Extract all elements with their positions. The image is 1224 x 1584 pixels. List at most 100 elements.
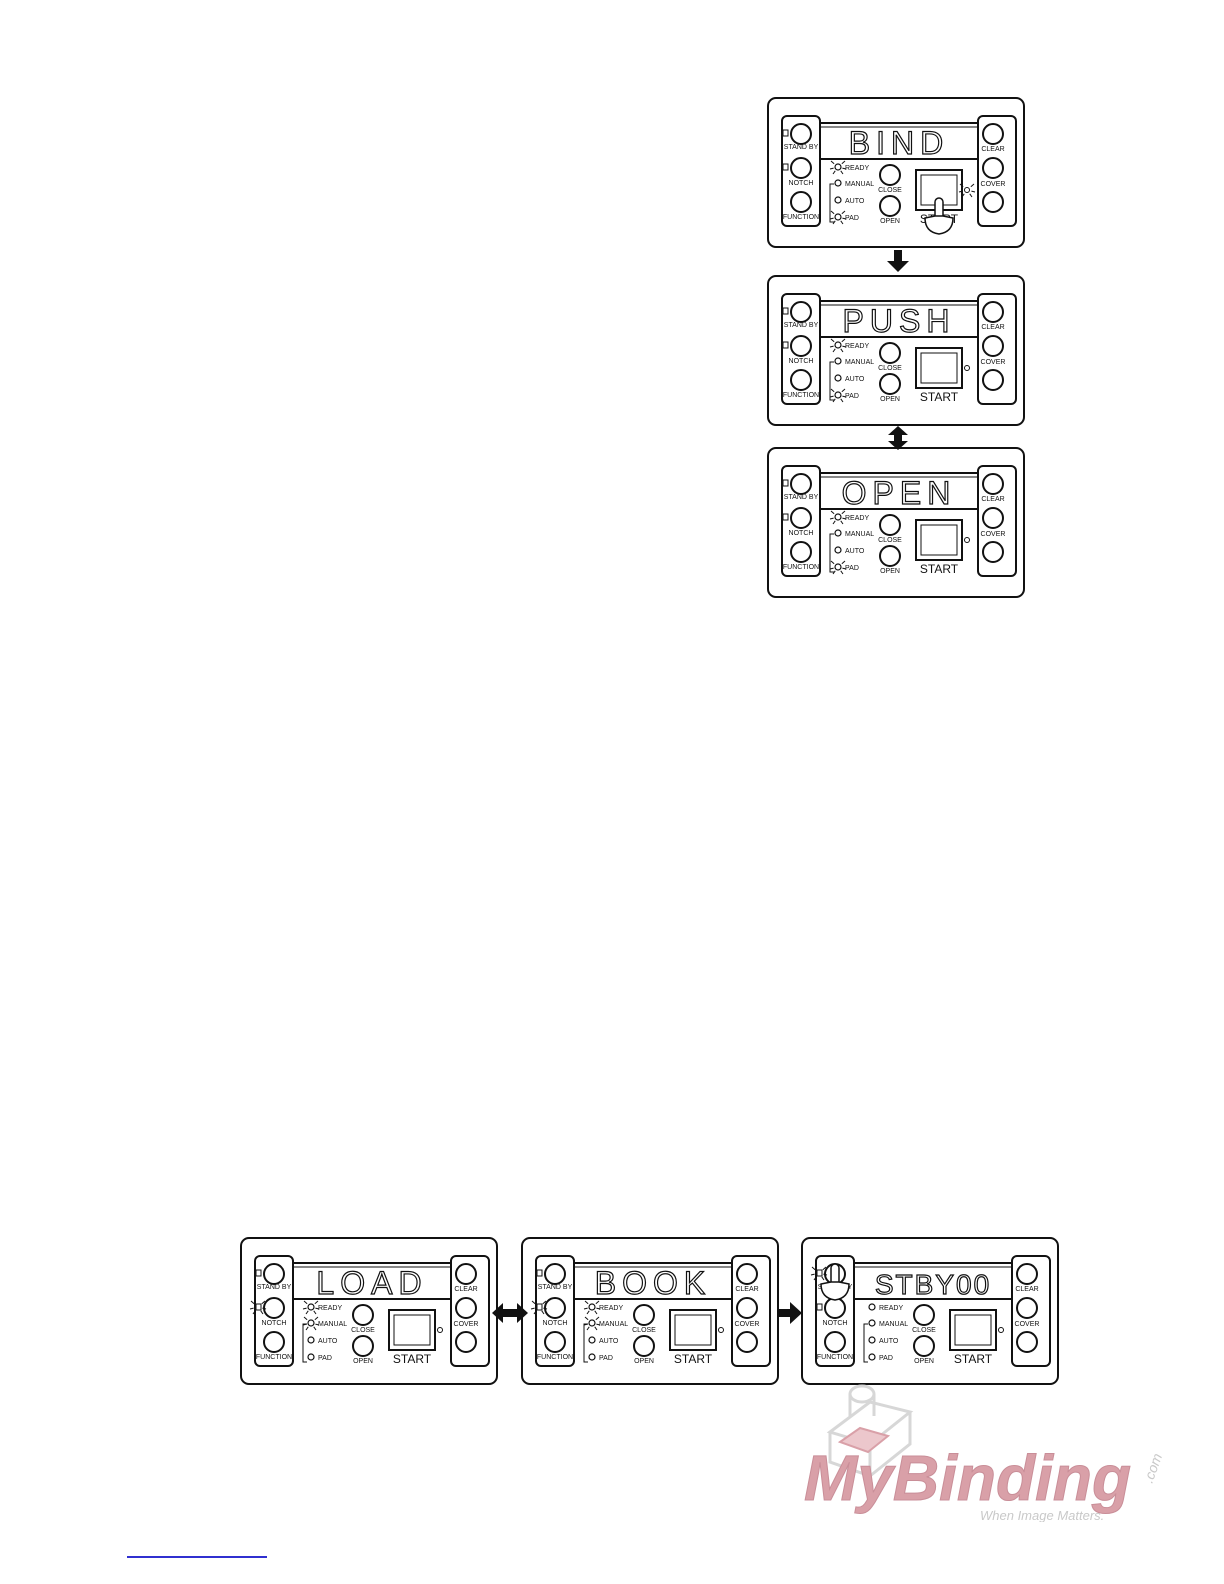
start-label: START bbox=[393, 1352, 432, 1366]
open-label: OPEN bbox=[914, 1358, 934, 1365]
manual-indicator bbox=[834, 179, 842, 187]
manual-label: MANUAL bbox=[599, 1321, 628, 1328]
close-button bbox=[633, 1304, 655, 1326]
stand-by-label: STAND BY bbox=[784, 322, 819, 329]
clear-button bbox=[455, 1263, 477, 1285]
ready-indicator-lit bbox=[829, 338, 847, 353]
extra-button bbox=[982, 369, 1004, 391]
cover-button bbox=[455, 1297, 477, 1319]
notch-lamp bbox=[782, 341, 789, 349]
start-lamp bbox=[437, 1327, 443, 1333]
open-button bbox=[879, 545, 901, 567]
logo-brand: MyBinding bbox=[804, 1442, 1131, 1514]
function-button bbox=[263, 1331, 285, 1353]
stand-by-label: STAND BY bbox=[784, 144, 819, 151]
pad-indicator-lit bbox=[829, 388, 847, 403]
notch-lamp-lit bbox=[530, 1300, 548, 1315]
right-button-column bbox=[977, 293, 1017, 405]
right-button-column bbox=[450, 1255, 490, 1367]
standby-button bbox=[544, 1263, 566, 1285]
open-button bbox=[913, 1335, 935, 1357]
clear-button bbox=[982, 301, 1004, 323]
display-window bbox=[292, 1262, 452, 1300]
open-label: OPEN bbox=[880, 218, 900, 225]
open-button bbox=[633, 1335, 655, 1357]
manual-indicator-lit bbox=[302, 1316, 320, 1331]
clear-label: CLEAR bbox=[981, 146, 1004, 153]
footer-rule bbox=[127, 1556, 267, 1558]
ready-label: READY bbox=[845, 343, 869, 350]
clear-button bbox=[736, 1263, 758, 1285]
function-label: FUNCTION bbox=[783, 564, 819, 571]
open-button bbox=[879, 373, 901, 395]
standby-lamp bbox=[536, 1269, 543, 1277]
arrow-bind-to-push bbox=[887, 250, 909, 272]
standby-button bbox=[790, 123, 812, 145]
auto-indicator bbox=[834, 374, 842, 382]
close-button bbox=[879, 164, 901, 186]
close-button bbox=[352, 1304, 374, 1326]
stand-by-label: STAND BY bbox=[784, 494, 819, 501]
notch-label: NOTCH bbox=[789, 358, 814, 365]
function-button bbox=[790, 541, 812, 563]
clear-label: CLEAR bbox=[735, 1286, 758, 1293]
pad-indicator bbox=[307, 1353, 315, 1361]
auto-label: AUTO bbox=[599, 1338, 619, 1345]
start-lamp bbox=[964, 365, 970, 371]
start-label: START bbox=[674, 1352, 713, 1366]
ready-indicator bbox=[588, 1303, 596, 1311]
display-text: OPEN bbox=[842, 475, 957, 511]
mode-bracket bbox=[829, 183, 834, 223]
start-lamp-lit bbox=[958, 183, 976, 198]
manual-indicator bbox=[834, 529, 842, 537]
notch-button bbox=[790, 335, 812, 357]
ready-indicator bbox=[834, 341, 842, 349]
cover-label: COVER bbox=[1015, 1321, 1040, 1328]
open-label: OPEN bbox=[880, 568, 900, 575]
open-label: OPEN bbox=[880, 396, 900, 403]
ready-label: READY bbox=[318, 1305, 342, 1312]
mode-bracket bbox=[863, 1323, 868, 1363]
start-label: START bbox=[954, 1352, 993, 1366]
start-lamp bbox=[718, 1327, 724, 1333]
mybinding-logo: MyBinding .com When Image Matters. bbox=[804, 1384, 1166, 1522]
notch-label: NOTCH bbox=[789, 530, 814, 537]
extra-button bbox=[1016, 1331, 1038, 1353]
manual-indicator bbox=[307, 1319, 315, 1327]
start-label: START bbox=[920, 390, 959, 404]
panel-stby: STBY00STAND BYNOTCHFUNCTIONCLEARCOVERREA… bbox=[801, 1237, 1059, 1385]
extra-button bbox=[982, 191, 1004, 213]
clear-button bbox=[982, 473, 1004, 495]
auto-indicator bbox=[834, 196, 842, 204]
standby-button bbox=[790, 301, 812, 323]
display-window bbox=[573, 1262, 733, 1300]
pad-indicator bbox=[834, 213, 842, 221]
manual-label: MANUAL bbox=[845, 181, 874, 188]
clear-button bbox=[1016, 1263, 1038, 1285]
function-label: FUNCTION bbox=[256, 1354, 292, 1361]
pad-indicator bbox=[588, 1353, 596, 1361]
function-button bbox=[824, 1331, 846, 1353]
cover-label: COVER bbox=[454, 1321, 479, 1328]
notch-label: NOTCH bbox=[823, 1320, 848, 1327]
auto-indicator bbox=[307, 1336, 315, 1344]
extra-button bbox=[736, 1331, 758, 1353]
pad-label: PAD bbox=[845, 393, 859, 400]
auto-indicator bbox=[868, 1336, 876, 1344]
left-button-column bbox=[781, 115, 821, 227]
function-button bbox=[544, 1331, 566, 1353]
notch-button bbox=[544, 1297, 566, 1319]
logo-suffix: .com bbox=[1140, 1451, 1166, 1485]
open-button bbox=[879, 195, 901, 217]
pressing-finger bbox=[820, 1263, 850, 1301]
notch-button bbox=[824, 1297, 846, 1319]
auto-label: AUTO bbox=[845, 548, 865, 555]
pad-indicator bbox=[834, 563, 842, 571]
pad-label: PAD bbox=[318, 1355, 332, 1362]
notch-lamp bbox=[816, 1303, 823, 1311]
auto-label: AUTO bbox=[879, 1338, 899, 1345]
auto-label: AUTO bbox=[845, 376, 865, 383]
cover-button bbox=[982, 507, 1004, 529]
